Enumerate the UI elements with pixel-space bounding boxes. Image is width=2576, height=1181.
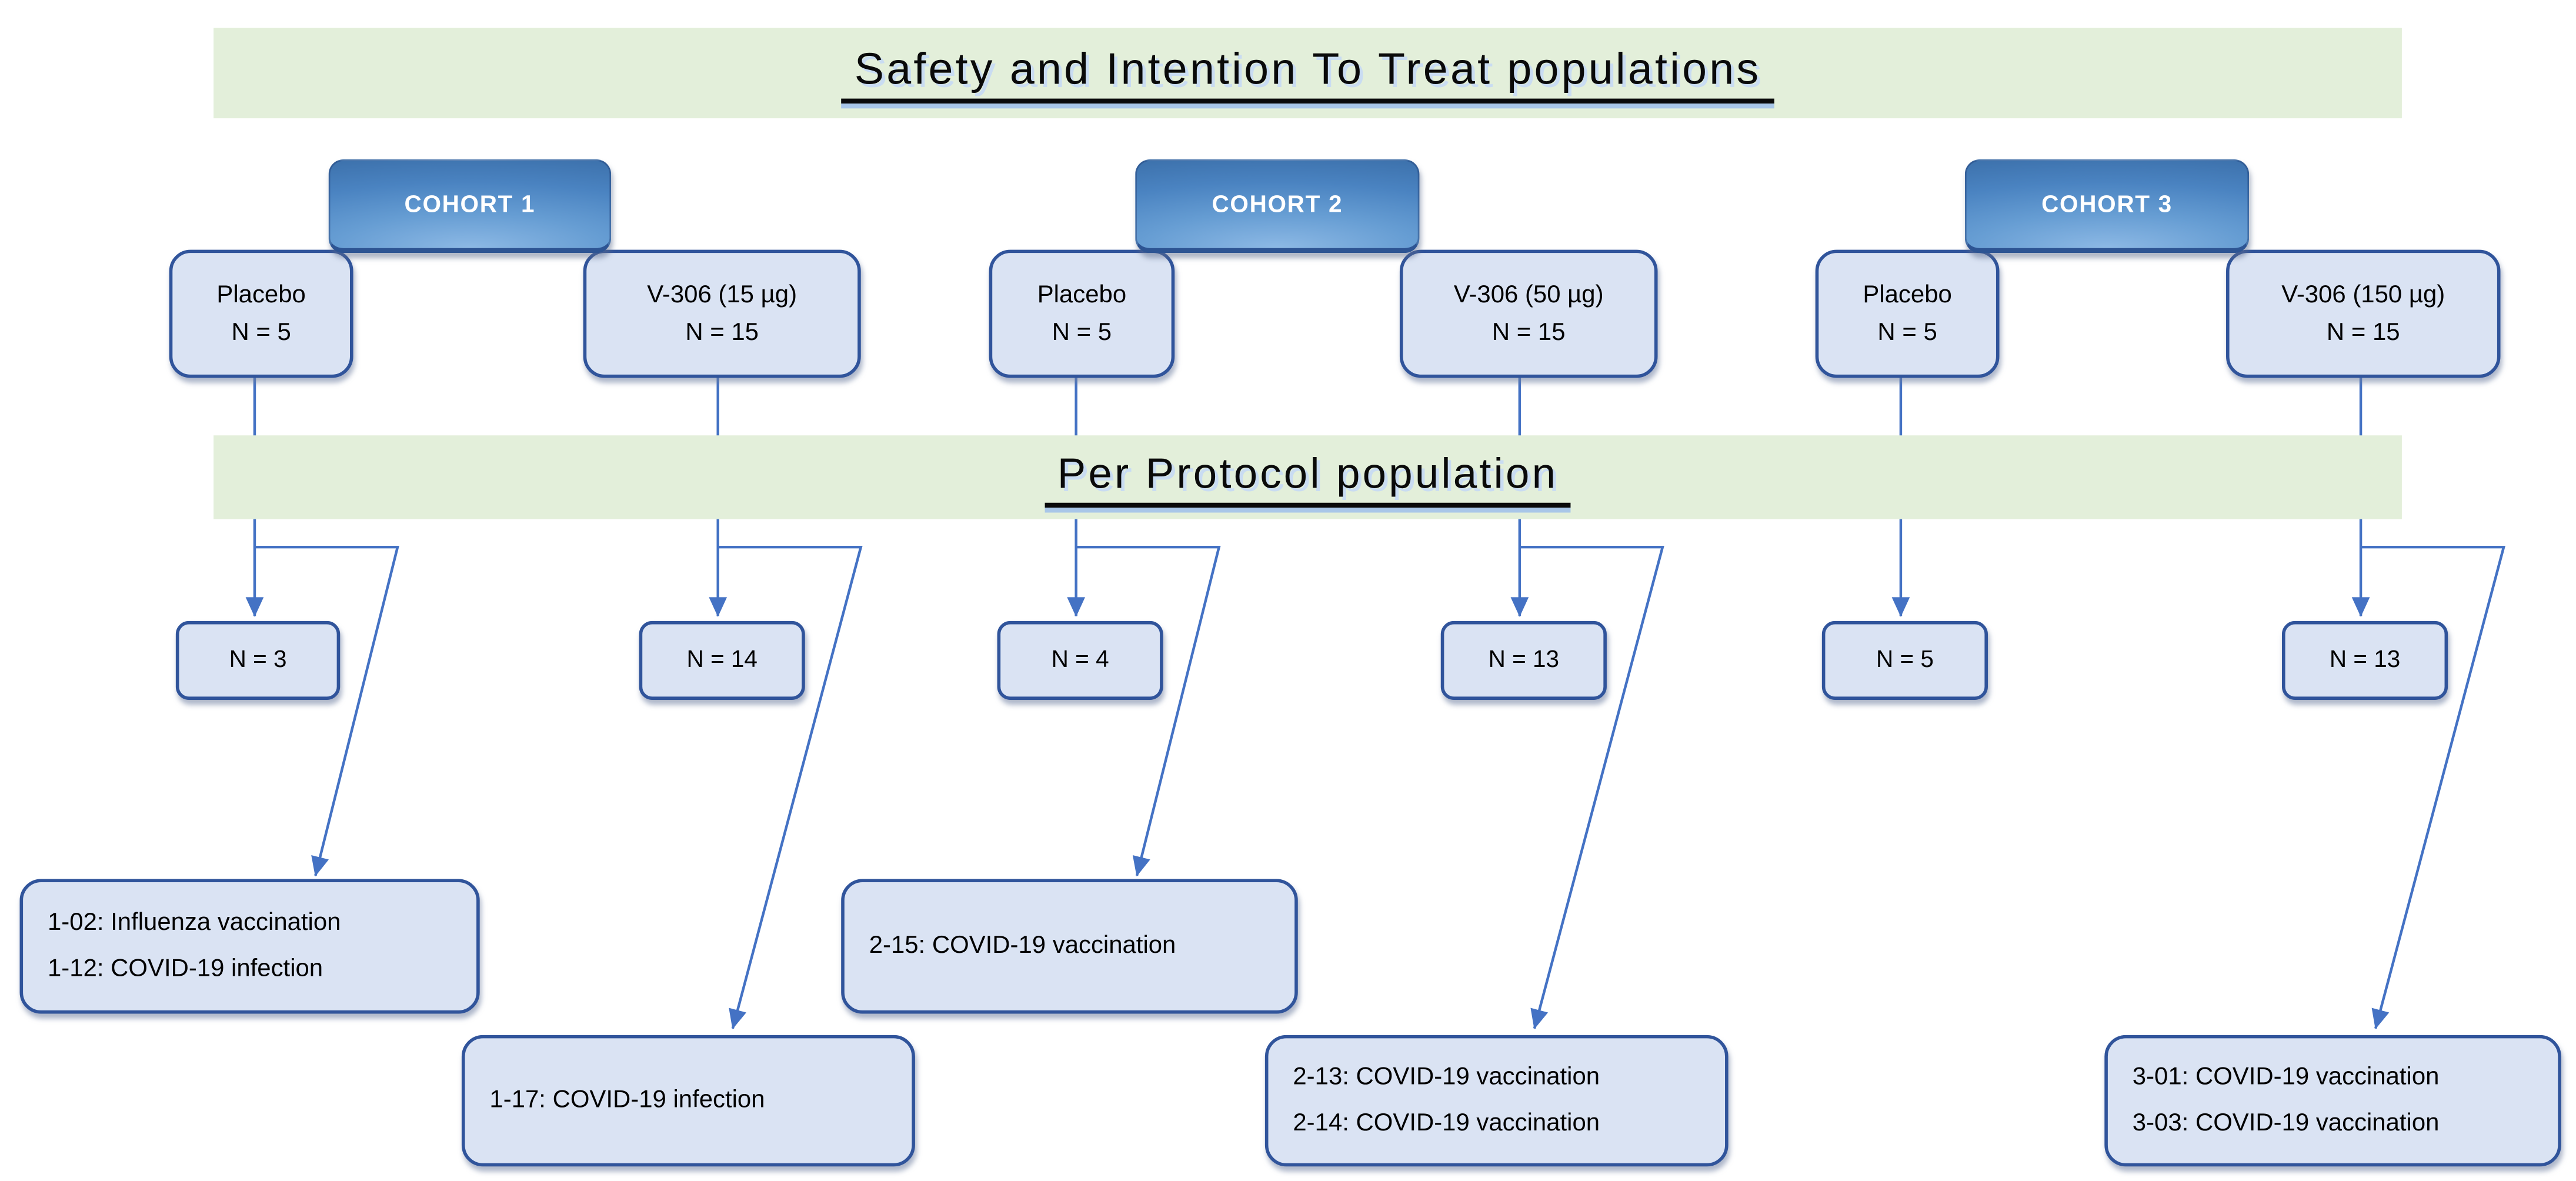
exclusion-line: 3-03: COVID-19 vaccination [2132,1109,2440,1137]
connector-c2-treatment-exclusion [1519,545,1664,1029]
arm-name: V-306 (15 µg) [647,281,798,309]
per-protocol-banner-title: Per Protocol population [1044,448,1571,507]
cohort-3-treatment-box: V-306 (150 µg) N = 15 [2226,249,2501,378]
pp-n: N = 5 [1876,647,1934,674]
cohort-2-treatment-exclusions-box: 2-13: COVID-19 vaccination 2-14: COVID-1… [1264,1035,1729,1167]
cohort-3-treatment-pp-n-box: N = 13 [2281,620,2448,700]
cohort-1-treatment-exclusions-box: 1-17: COVID-19 infection [461,1035,915,1167]
exclusion-line: 1-02: Influenza vaccination [48,908,341,937]
arm-name: V-306 (150 µg) [2281,281,2445,309]
safety-itt-banner: Safety and Intention To Treat population… [213,28,2402,119]
cohort-2-header: COHORT 2 [1135,159,1420,253]
cohort-3-placebo-pp-n-box: N = 5 [1821,620,1988,700]
arm-name: Placebo [216,281,306,309]
cohort-3-placebo-box: Placebo N = 5 [1815,249,2000,378]
cohort-1-placebo-box: Placebo N = 5 [169,249,353,378]
pp-n: N = 13 [1488,647,1560,674]
arm-n: N = 5 [1877,318,1937,347]
arm-name: V-306 (50 µg) [1453,281,1604,309]
exclusion-line: 1-17: COVID-19 infection [489,1086,765,1114]
cohort-2-placebo-exclusions-box: 2-15: COVID-19 vaccination [841,879,1298,1014]
exclusion-line: 2-15: COVID-19 vaccination [869,931,1176,960]
connector-c2-placebo-exclusion [1076,545,1221,877]
cohort-1-treatment-box: V-306 (15 µg) N = 15 [583,249,861,378]
exclusion-line: 3-01: COVID-19 vaccination [2132,1063,2440,1091]
cohort-3-header: COHORT 3 [1964,159,2250,253]
exclusion-line: 2-13: COVID-19 vaccination [1293,1063,1600,1091]
cohort-1-header: COHORT 1 [328,159,612,253]
exclusion-line: 2-14: COVID-19 vaccination [1293,1109,1600,1137]
cohort-1-placebo-pp-n-box: N = 3 [175,620,341,700]
connector-c1-treatment-exclusion [718,545,863,1029]
arm-name: Placebo [1863,281,1952,309]
pp-n: N = 14 [686,647,758,674]
arm-n: N = 15 [2326,318,2400,347]
cohort-1-label: COHORT 1 [404,191,536,218]
arm-n: N = 15 [685,318,759,347]
safety-itt-banner-title: Safety and Intention To Treat population… [841,44,1774,103]
cohort-2-placebo-box: Placebo N = 5 [989,249,1175,378]
cohort-2-label: COHORT 2 [1212,191,1343,218]
cohort-3-treatment-exclusions-box: 3-01: COVID-19 vaccination 3-03: COVID-1… [2104,1035,2561,1167]
cohort-1-treatment-pp-n-box: N = 14 [639,620,805,700]
cohort-3-label: COHORT 3 [2041,191,2173,218]
connector-c1-placebo-exclusion [254,545,399,877]
arm-n: N = 5 [1052,318,1112,347]
cohort-2-placebo-pp-n-box: N = 4 [997,620,1163,700]
cohort-1-placebo-exclusions-box: 1-02: Influenza vaccination 1-12: COVID-… [19,879,480,1014]
exclusion-line: 1-12: COVID-19 infection [48,954,323,983]
arm-n: N = 15 [1491,318,1566,347]
pp-n: N = 4 [1051,647,1109,674]
per-protocol-banner: Per Protocol population [213,435,2402,519]
connector-c3-treatment-exclusion [2361,545,2506,1029]
arm-name: Placebo [1037,281,1127,309]
arm-n: N = 5 [231,318,291,347]
pp-n: N = 13 [2329,647,2401,674]
cohort-2-treatment-box: V-306 (50 µg) N = 15 [1399,249,1658,378]
cohort-2-treatment-pp-n-box: N = 13 [1440,620,1607,700]
pp-n: N = 3 [229,647,287,674]
